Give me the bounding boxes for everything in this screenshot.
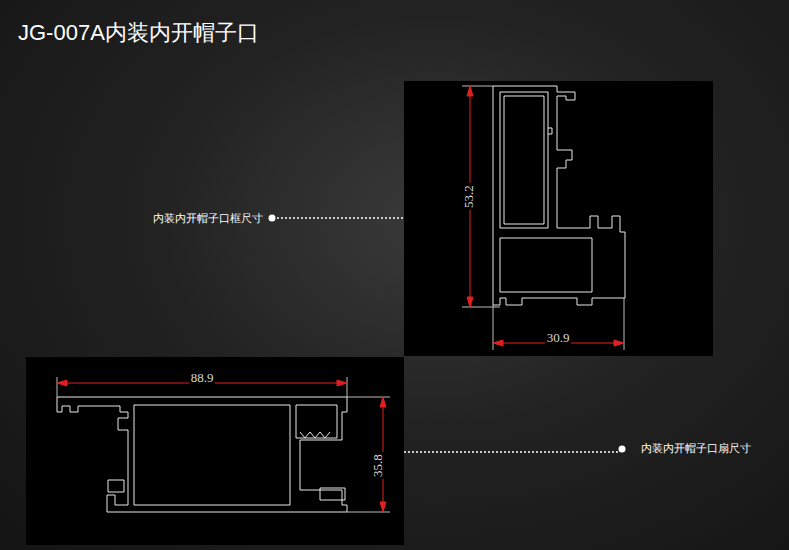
frame-rib <box>548 128 552 134</box>
sash-chamber <box>134 405 290 505</box>
dimension-lines <box>57 86 624 512</box>
leader-dot <box>619 446 626 453</box>
callout-label: 内装内开帽子口扇尺寸 <box>641 441 751 456</box>
sash-outline <box>57 397 347 512</box>
frame-panel <box>404 81 713 356</box>
dimension-value: 35.8 <box>371 452 384 479</box>
extension-line <box>57 377 58 397</box>
sash-teeth <box>300 432 330 438</box>
frame-chamber <box>504 96 544 224</box>
dimension-value: 30.9 <box>545 331 572 344</box>
extension-line <box>624 298 625 350</box>
leader-line <box>404 451 618 453</box>
dimension-value: 88.9 <box>189 371 216 384</box>
frame-profile <box>493 86 625 305</box>
extension-line <box>462 86 493 87</box>
sash-groove <box>320 488 345 500</box>
dimension-value: 53.2 <box>462 183 475 210</box>
frame-chamber <box>500 92 548 228</box>
leader-line <box>273 217 404 219</box>
sash-panel <box>26 357 404 545</box>
leader-dot <box>269 215 276 222</box>
frame-outline <box>493 86 625 305</box>
frame-chamber <box>500 238 592 292</box>
page-title: JG-007A内装内开帽子口 <box>18 18 259 48</box>
sash-chamber <box>296 405 337 438</box>
callout-label: 内装内开帽子口框尺寸 <box>153 211 263 226</box>
extension-line <box>347 377 348 397</box>
sash-groove <box>108 480 124 492</box>
sash-profile <box>57 397 347 512</box>
extension-line <box>462 307 500 308</box>
